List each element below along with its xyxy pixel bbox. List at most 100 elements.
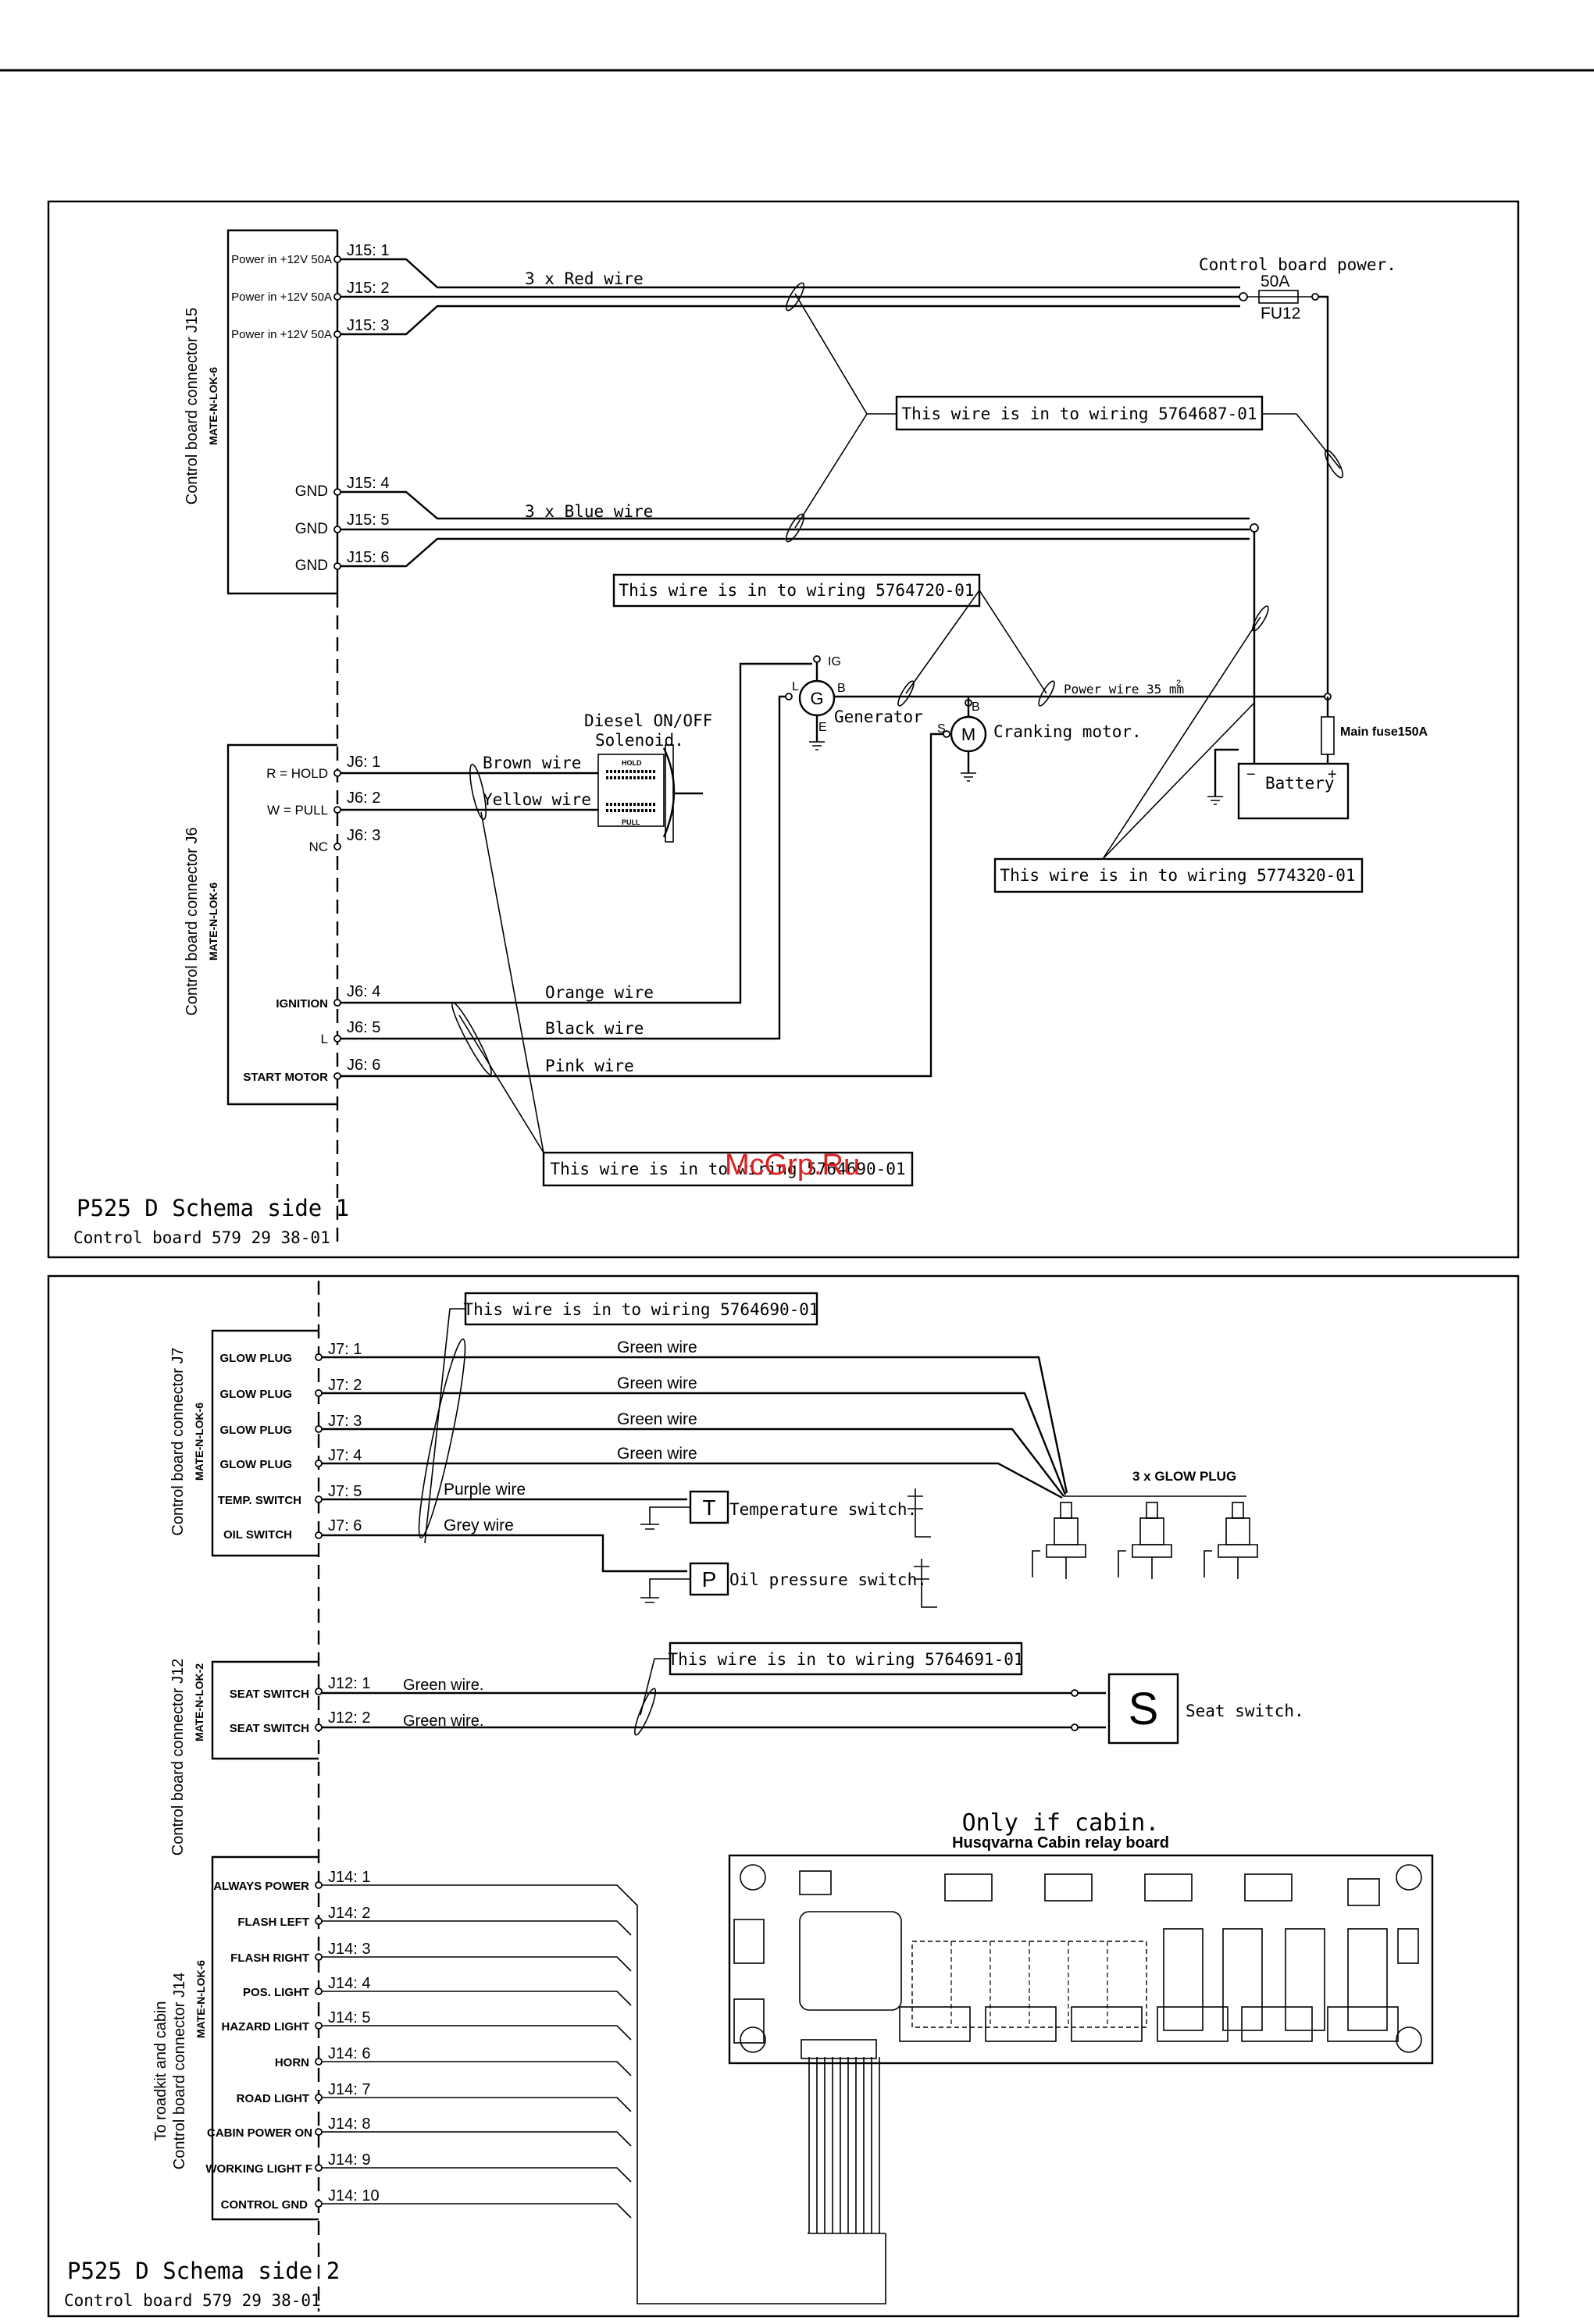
j14-pin8: J14: 8 [328, 2115, 370, 2133]
j14-pin1: J14: 1 [328, 1869, 370, 1886]
j15-type: MATE-N-LOK-6 [207, 367, 219, 445]
j7-pin4: J7: 4 [328, 1447, 362, 1464]
j7-pin5: J7: 5 [328, 1483, 362, 1500]
seat-switch: S Seat switch. [1078, 1673, 1304, 1745]
oil-symbol: P [702, 1567, 717, 1592]
j12-pin2: J12: 2 [328, 1709, 370, 1727]
j12-type: MATE-N-LOK-2 [193, 1663, 205, 1741]
j7-wire5-label: Purple wire [444, 1481, 526, 1499]
j7-wire3-label: Green wire [617, 1410, 697, 1428]
j6-pin2-label: W = PULL [267, 803, 328, 818]
j6-pin5-label: L [321, 1032, 328, 1046]
panel1-title: P525 D Schema side 1 [77, 1195, 349, 1221]
battery: Battery − + [1207, 748, 1350, 820]
j14-pin3: J14: 3 [328, 1941, 370, 1958]
note-5774320: This wire is in to wiring 5774320-01 [993, 605, 1364, 893]
j14-name-2: Control board connector J14 [171, 1973, 188, 2169]
j7-name: Control board connector J7 [169, 1347, 187, 1535]
glow-label: 3 x GLOW PLUG [1132, 1469, 1236, 1484]
j15-pin4: J15: 4 [347, 475, 389, 492]
gen-l: L [792, 680, 799, 693]
gen-e: E [818, 721, 827, 734]
j15-pin6-label: GND [295, 558, 328, 574]
main-fuse: Main fuse150A [1321, 697, 1428, 764]
panel2-title: P525 D Schema side 2 [67, 2258, 340, 2284]
panel-side-1 [47, 200, 1520, 1259]
j7-wires: Green wire Green wire Green wire Green w… [322, 1338, 1246, 1573]
cb-power-label: Control board power. [1199, 255, 1396, 274]
j15-name: Control board connector J15 [184, 308, 201, 504]
j6-pin3: J6: 3 [347, 827, 380, 844]
j7-pin6-label: OIL SWITCH [223, 1528, 292, 1542]
j6-wires: Brown wire Yellow wire Orange wire Black… [341, 662, 943, 1078]
j12-name: Control board connector J12 [169, 1659, 187, 1855]
panel1-subtitle: Control board 579 29 38-01 [73, 1228, 330, 1247]
temp-symbol: T [702, 1495, 715, 1520]
j7-pin5-label: TEMP. SWITCH [218, 1494, 301, 1507]
j14-pin3-label: FLASH RIGHT [230, 1952, 309, 1965]
svg-text:−: − [1246, 766, 1256, 783]
black-wire-label: Black wire [545, 1019, 644, 1038]
j6-pin4: J6: 4 [347, 983, 380, 1000]
panel2-subtitle: Control board 579 29 38-01 [64, 2291, 321, 2310]
gen-symbol: G [810, 689, 823, 708]
j14-pin10-label: CONTROL GND [221, 2198, 308, 2212]
j14-pin1-label: ALWAYS POWER [213, 1880, 309, 1893]
connector-j15: Control board connector J15 MATE-N-LOK-6… [184, 229, 389, 595]
seat-symbol: S [1129, 1684, 1159, 1734]
j6-pin6: J6: 6 [347, 1057, 380, 1074]
note-5764690-text: This wire is in to wiring 5764690-01 [550, 1160, 905, 1178]
battery-label: Battery [1265, 774, 1335, 793]
j15-pin6: J15: 6 [347, 549, 389, 566]
note2-5764690-text: This wire is in to wiring 5764690-01 [463, 1300, 818, 1319]
j6-type: MATE-N-LOK-6 [207, 882, 219, 961]
j6-pin2: J6: 2 [347, 790, 380, 807]
j6-pin4-label: IGNITION [276, 997, 328, 1011]
j12-wire1-label: Green wire. [403, 1677, 483, 1694]
orange-wire-label: Orange wire [545, 983, 654, 1002]
j7-pin1: J7: 1 [328, 1341, 362, 1358]
glow-plugs: 3 x GLOW PLUG [1032, 1469, 1258, 1579]
j14-pin10: J14: 10 [328, 2187, 380, 2205]
connector-j12: Control board connector J12 MATE-N-LOK-2… [169, 1659, 1079, 1855]
j12-pin1: J12: 1 [328, 1675, 370, 1692]
oil-label: Oil pressure switch. [729, 1570, 927, 1589]
temperature-switch: T Temperature switch. [640, 1488, 931, 1538]
blue-wire-label: 3 x Blue wire [525, 502, 653, 521]
note-5764690-p2: This wire is in to wiring 5764690-01 [418, 1292, 819, 1544]
j14-pin4: J14: 4 [328, 1975, 370, 1992]
fuse-rating: 50A [1261, 273, 1289, 290]
seat-label: Seat switch. [1186, 1702, 1304, 1720]
j14-pin4-label: POS. LIGHT [243, 1986, 309, 1999]
j14-pin2-label: FLASH LEFT [237, 1916, 309, 1929]
red-wire-bundle: 3 x Red wire [341, 258, 1248, 336]
j7-pin3: J7: 3 [328, 1413, 362, 1430]
power-wire: Power wire 35 mm 2 [834, 679, 1332, 707]
j14-pin6: J14: 6 [328, 2045, 370, 2062]
j6-pin1-label: R = HOLD [266, 766, 328, 781]
connector-j14: To roadkit and cabin Control board conne… [152, 1855, 886, 2304]
diesel-solenoid: Diesel ON/OFF Solenoid. HOLD PULL [584, 711, 712, 843]
j14-pin7-label: ROAD LIGHT [237, 2092, 309, 2105]
generator: G IG L B E Generator [785, 655, 923, 750]
j14-pin6-label: HORN [275, 2056, 309, 2069]
note-5764720-text: This wire is in to wiring 5764720-01 [619, 581, 974, 600]
j12-wire2-label: Green wire. [403, 1713, 483, 1730]
cranking-motor: M B S Cranking motor. [937, 697, 1142, 782]
svg-text:PULL: PULL [622, 818, 640, 826]
j6-pin1: J6: 1 [347, 754, 380, 771]
main-fuse-label: Main fuse150A [1340, 725, 1428, 739]
connector-j6: Control board connector J6 MATE-N-LOK-6 … [184, 743, 380, 1106]
j7-pin2-label: GLOW PLUG [220, 1388, 293, 1401]
j7-wire1-label: Green wire [617, 1338, 697, 1356]
motor-b: B [972, 700, 980, 714]
j14-name-1: To roadkit and cabin [152, 2001, 169, 2140]
solenoid-label-1: Diesel ON/OFF [584, 711, 712, 730]
j6-pin3-label: NC [308, 839, 328, 854]
j6-name: Control board connector J6 [184, 827, 201, 1015]
j14-pin5: J14: 5 [328, 2009, 370, 2026]
relay-board-label: Husqvarna Cabin relay board [952, 1834, 1169, 1852]
j14-pin8-label: CABIN POWER ON [207, 2126, 312, 2140]
j7-type: MATE-N-LOK-6 [193, 1403, 205, 1481]
red-wire-label: 3 x Red wire [525, 269, 644, 288]
